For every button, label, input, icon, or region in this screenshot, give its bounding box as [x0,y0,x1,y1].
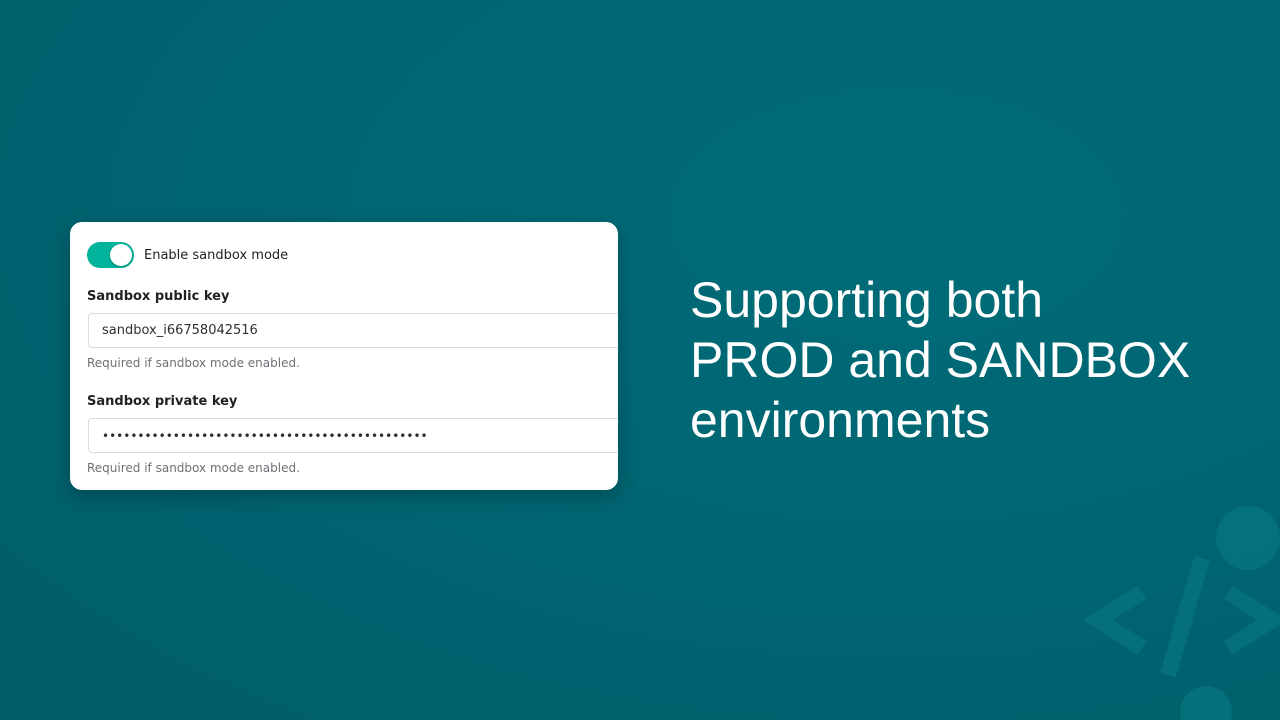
toggle-knob [110,244,132,266]
headline-line-2: PROD and SANDBOX [690,332,1191,388]
sandbox-mode-label: Enable sandbox mode [144,247,289,263]
public-key-help-text: Required if sandbox mode enabled. [87,356,300,370]
private-key-help-text: Required if sandbox mode enabled. [87,461,300,475]
code-brackets-icon [1083,506,1280,720]
headline: Supporting both PROD and SANDBOX environ… [690,270,1250,450]
sandbox-toggle-row: Enable sandbox mode [87,242,288,268]
headline-line-1: Supporting both [690,272,1044,328]
private-key-input[interactable]: ••••••••••••••••••••••••••••••••••••••••… [88,418,618,453]
headline-line-3: environments [690,392,991,448]
public-key-label: Sandbox public key [87,289,230,304]
sandbox-mode-toggle[interactable] [87,242,134,268]
private-key-label: Sandbox private key [87,394,238,409]
public-key-input[interactable]: sandbox_i66758042516 [88,313,618,348]
sandbox-settings-card: Enable sandbox mode Sandbox public key s… [70,222,618,490]
